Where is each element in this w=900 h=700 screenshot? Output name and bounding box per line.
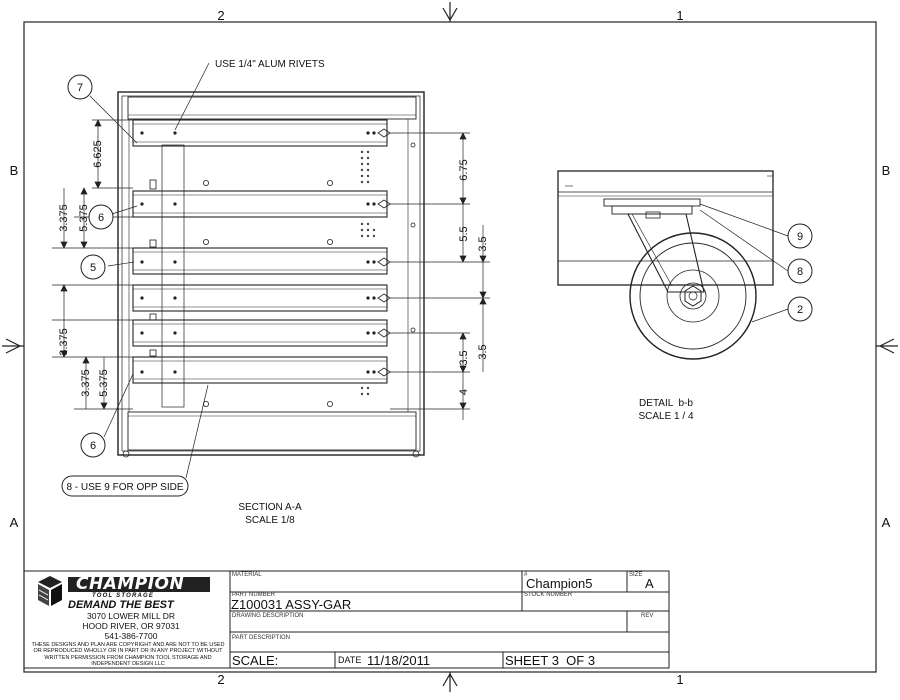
balloon-6-upper-label: 6 [98,212,104,224]
dimension-lines-left [52,119,133,410]
drawer-slide [132,190,391,218]
drawer-slide [132,319,391,347]
caster-leaders [699,203,789,323]
drawing-description-label: DRAWING DESCRIPTION [232,613,304,619]
drawer-slide [132,284,391,312]
zone-label-left-b: B [10,163,19,178]
zone-label-bottom-2: 2 [217,672,224,687]
balloon-7: 7 [67,74,93,100]
dim-5-375-a: 5.375 [78,204,90,232]
sheet-number: SHEET 3 OF 3 [505,653,596,668]
dim-3-5-a: 3.5 [477,236,489,251]
zone-label-top-2: 2 [217,8,224,23]
slide-clips [149,179,157,357]
dimension-lines-right [390,132,490,420]
dim-5-375-b: 5.375 [98,369,110,397]
opp-side-callout: 8 - USE 9 FOR OPP SIDE [61,475,189,497]
customer-label: # [524,572,528,578]
size-value: A [645,576,654,591]
stock-number-label: STOCK NUMBER [524,592,573,598]
drawer-slide [132,247,391,275]
balloon-8: 8 [787,258,813,284]
dim-3-5-c: 3.5 [458,350,470,365]
balloon-7-label: 7 [77,82,83,94]
section-title: SECTION A-A [238,502,302,513]
company-subtitle: TOOL STORAGE [92,593,155,599]
company-slogan: DEMAND THE BEST [68,599,174,611]
balloon-6-lower-label: 6 [90,440,96,452]
cabinet-section [117,91,425,458]
detail-scale: SCALE 1 / 4 [638,411,693,422]
wall-hole-pattern [360,150,376,396]
dim-3-375-c: 3.375 [80,369,92,397]
zone-label-bottom-1: 1 [676,672,683,687]
wall-holes [202,142,416,407]
rivet-note: USE 1/4" ALUM RIVETS [215,59,325,70]
dim-6-625: 6.625 [92,140,104,168]
balloon-5-label: 5 [90,262,96,274]
opp-side-note: 8 - USE 9 FOR OPP SIDE [66,482,183,493]
balloon-6-upper: 6 [88,204,114,230]
balloon-6-lower: 6 [80,432,106,458]
drawer-slide [132,356,391,384]
zone-label-right-a: A [882,515,891,530]
title-block-grid [23,570,670,669]
rev-label: REV [641,613,654,619]
copyright-notice: THESE DESIGNS AND PLAN ARE COPYRIGHT AND… [31,642,225,667]
company-phone: 541-386-7700 [104,631,158,641]
date-label: DATE [338,655,362,665]
zone-label-top-1: 1 [676,8,683,23]
dim-5-5: 5.5 [458,226,470,241]
center-mark-right [876,338,898,354]
size-label: SIZE [629,572,643,578]
company-name: CHAMPION [76,574,185,594]
center-mark-bottom [442,672,458,692]
leader-lines [89,62,210,479]
section-scale: SCALE 1/8 [245,515,295,526]
dim-6-75: 6.75 [458,159,470,180]
center-mark-top [442,2,458,22]
champion-logo [38,576,210,606]
customer-value: Champion5 [526,576,593,591]
caster-detail [557,170,774,360]
company-address-line2: HOOD RIVER, OR 97031 [82,621,180,631]
balloon-8-label: 8 [797,266,803,278]
balloon-9: 9 [787,223,813,249]
balloon-9-label: 9 [797,231,803,243]
center-mark-left [2,338,24,354]
dim-4: 4 [458,389,470,395]
balloon-5: 5 [80,254,106,280]
drawer-slide [132,119,391,147]
part-number-value: Z100031 ASSY-GAR [231,597,352,612]
zone-label-left-a: A [10,515,19,530]
scale-label: SCALE: [232,653,279,668]
date-value: 11/18/2011 [367,653,431,668]
dim-3-375-b: 3.375 [58,328,70,356]
part-number-label: PART NUMBER [232,592,276,598]
dim-3-375-a: 3.375 [58,204,70,232]
part-description-label: PART DESCRIPTION [232,635,291,641]
company-address-line1: 3070 LOWER MILL DR [86,611,176,621]
detail-title: DETAIL b-b [639,398,693,409]
material-label: MATERIAL [232,572,262,578]
balloon-2: 2 [787,296,813,322]
drawer-slides [132,119,391,384]
rivet-holes [140,131,376,374]
zone-label-right-b: B [882,163,891,178]
dim-3-5-b: 3.5 [477,344,489,359]
balloon-2-label: 2 [797,304,803,316]
